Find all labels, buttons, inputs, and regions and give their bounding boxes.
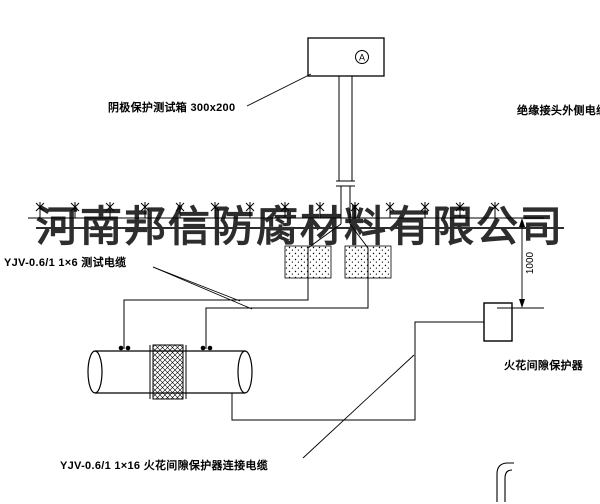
leader-lines [152, 73, 415, 459]
ground-hatch-marks [35, 201, 500, 219]
dimension-line: 1000 [497, 217, 544, 309]
label-test-cable: YJV-0.6/1 1×6 测试电缆 [4, 257, 127, 269]
spark-gap-protector-box [483, 302, 513, 342]
label-spark-protector: 火花间隙保护器 [504, 360, 584, 372]
leader-spark-cable [302, 354, 415, 459]
corner-riser-symbol [496, 462, 514, 502]
dimension-value: 1000 [525, 251, 536, 274]
conduit-riser [336, 76, 355, 224]
pipe-terminal-dots [118, 345, 213, 351]
label-outer-cable: 绝缘接头外侧电缆 [517, 105, 600, 117]
test-box [307, 37, 385, 77]
leader-test-cable-2 [152, 266, 253, 310]
test-cable-lines [123, 223, 369, 349]
leader-test-box [246, 73, 312, 107]
label-spark-cable: YJV-0.6/1 1×16 火花间隙保护器连接电缆 [60, 460, 269, 472]
ammeter-icon: A [355, 50, 369, 64]
insulating-joint [149, 344, 187, 400]
spark-cable-lines [231, 321, 484, 421]
ammeter-letter: A [359, 53, 365, 63]
label-test-box: 阴极保护测试箱 300x200 [108, 102, 236, 114]
company-watermark: 河南邦信防腐材料有限公司 [35, 202, 564, 251]
